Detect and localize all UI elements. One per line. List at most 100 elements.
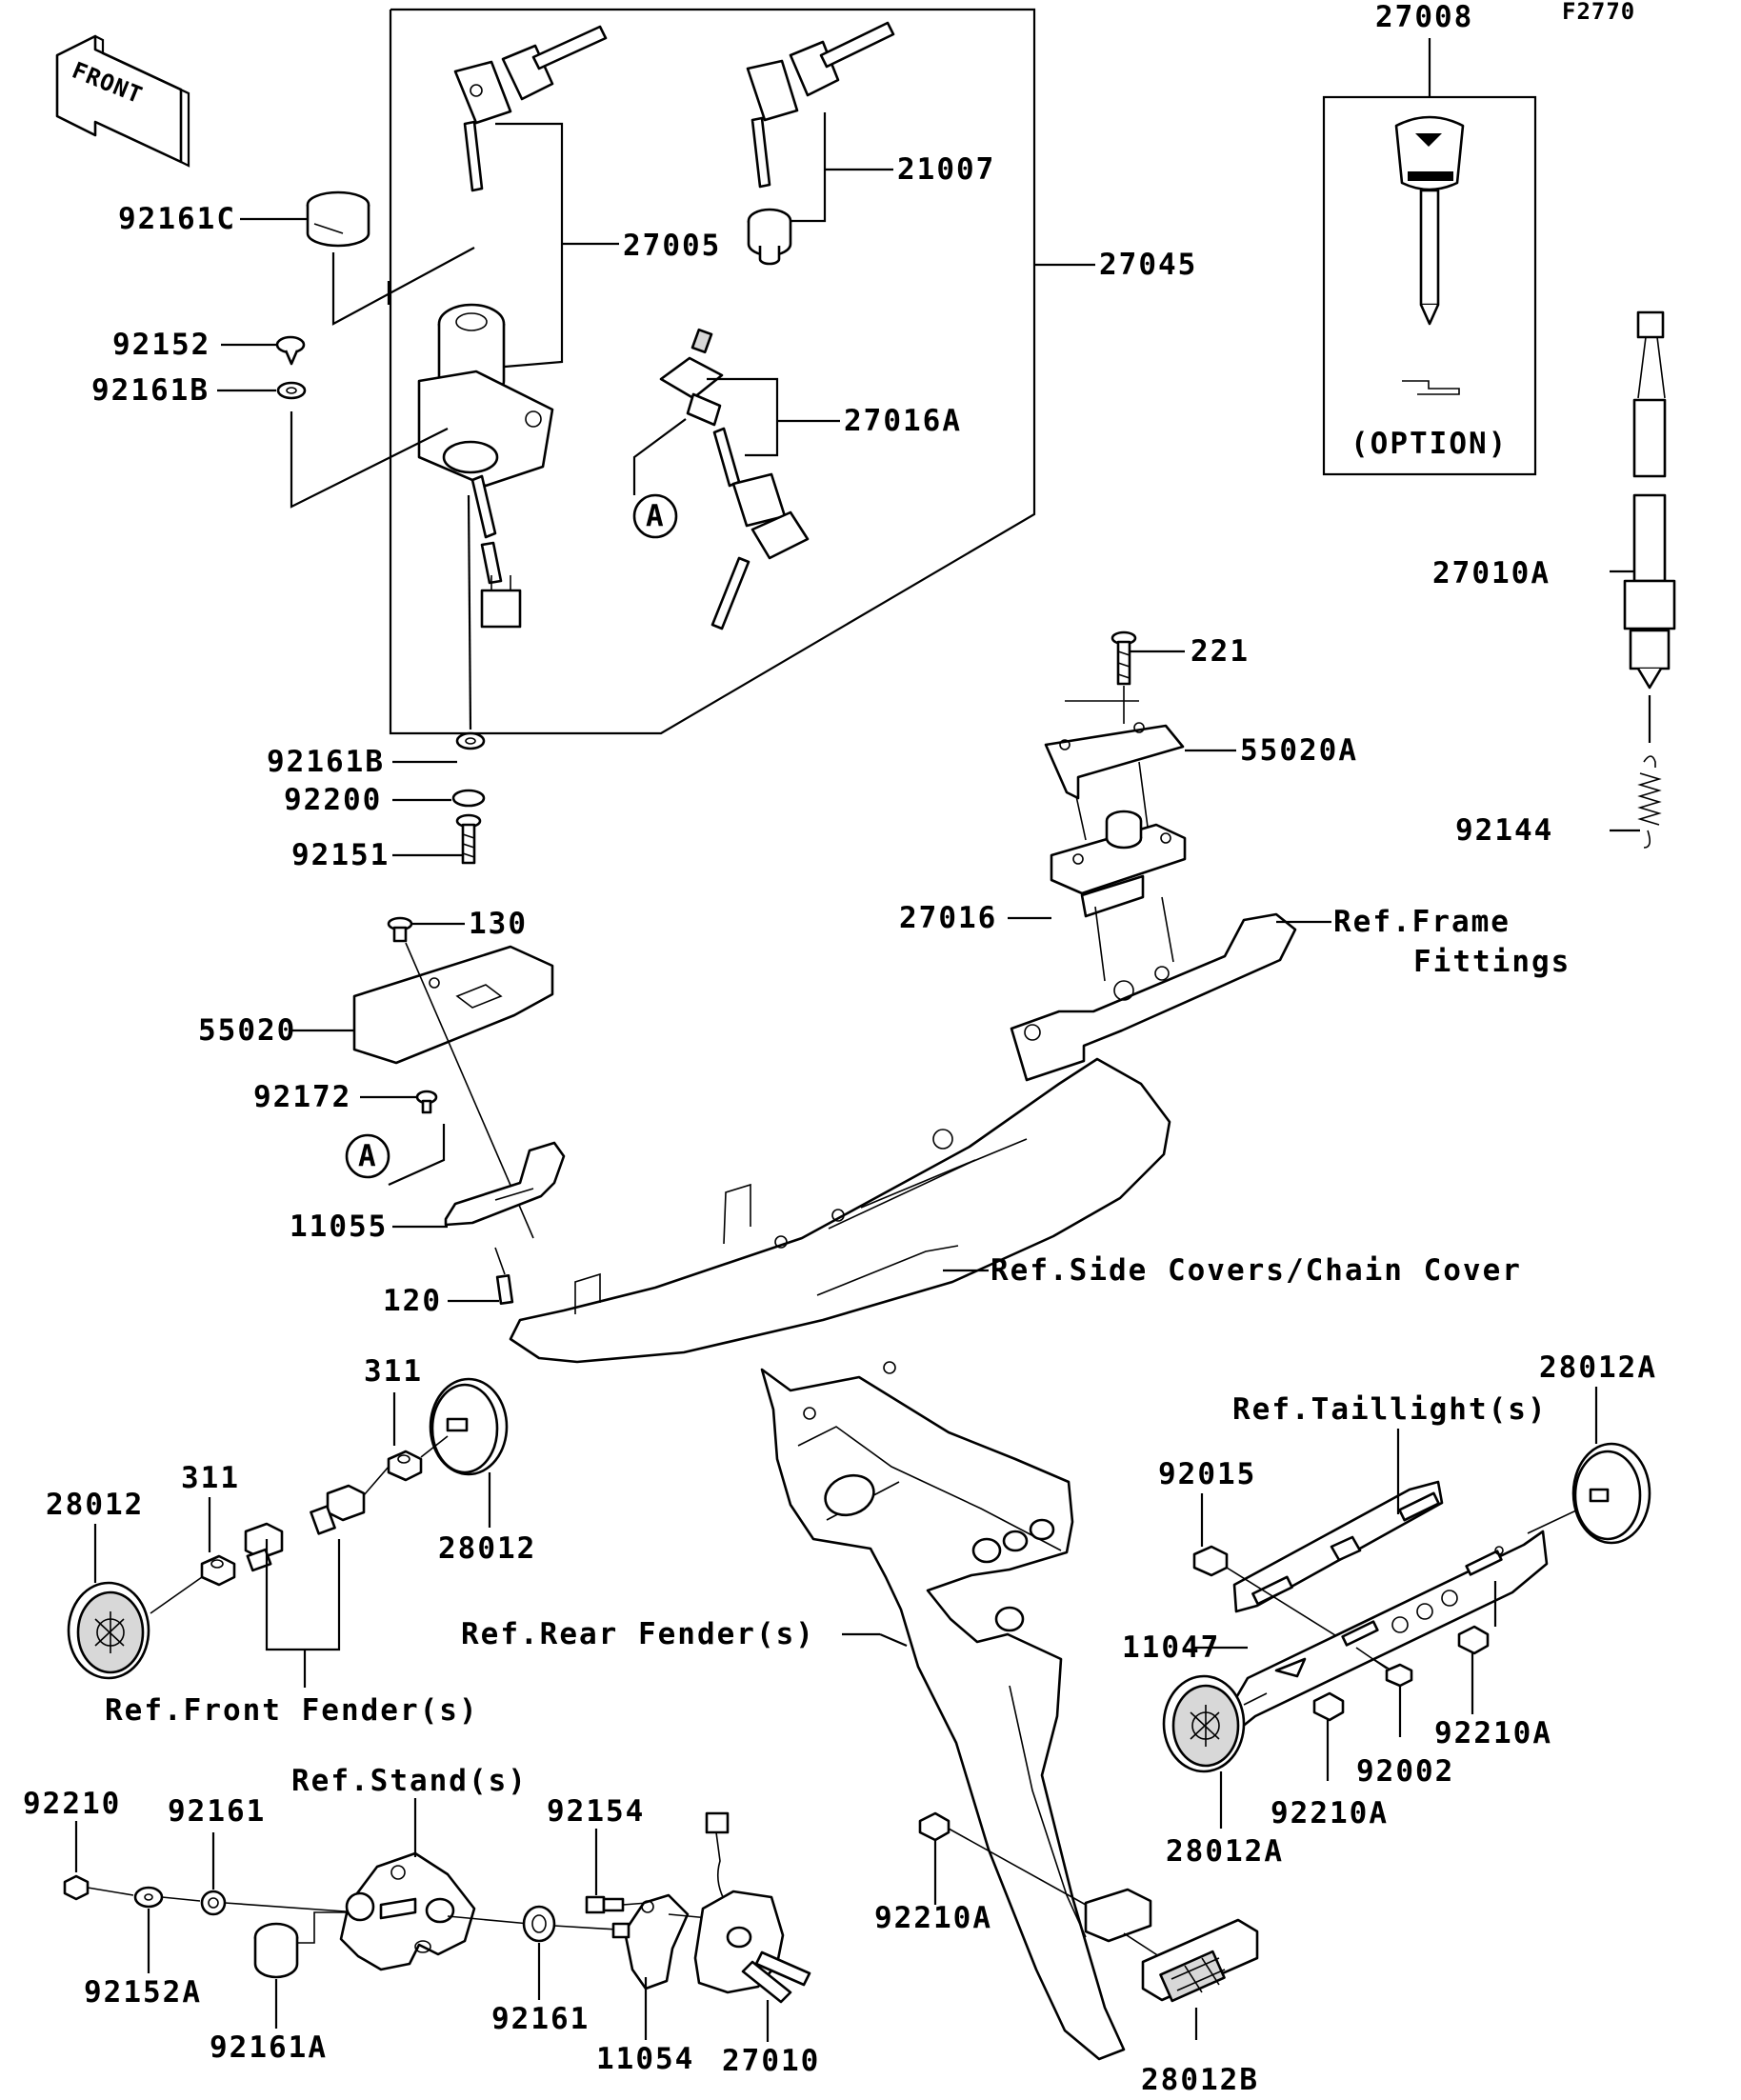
label-21007: 21007 bbox=[897, 152, 995, 187]
figure-code: F2770 bbox=[1562, 0, 1635, 25]
label-27010A: 27010A bbox=[1432, 556, 1551, 590]
rear-fender-icon bbox=[760, 1361, 1152, 2061]
screw-92152-icon bbox=[275, 335, 306, 366]
label-28012A-top: 28012A bbox=[1539, 1350, 1657, 1385]
seat-lock-27016A-icon bbox=[659, 328, 810, 630]
nut-311-left-icon bbox=[200, 1554, 236, 1587]
label-130: 130 bbox=[469, 907, 528, 941]
label-311-top: 311 bbox=[364, 1354, 423, 1389]
label-27016: 27016 bbox=[899, 901, 997, 935]
callout-a-bottom: A bbox=[358, 1139, 378, 1173]
taillight-bracket-icon bbox=[1232, 1480, 1444, 1613]
bracket-55020-icon bbox=[352, 945, 554, 1065]
label-311-left: 311 bbox=[181, 1461, 240, 1495]
option-box-27008 bbox=[1322, 38, 1537, 476]
label-27008: 27008 bbox=[1375, 0, 1473, 34]
screw-120-icon bbox=[495, 1274, 514, 1305]
label-11054: 11054 bbox=[596, 2042, 694, 2076]
label-92015: 92015 bbox=[1158, 1457, 1256, 1491]
nut-92210A-right-icon bbox=[1457, 1625, 1490, 1655]
ref-frame-fittings-2: Fittings bbox=[1413, 945, 1571, 979]
reflector-28012A-top-icon bbox=[1571, 1442, 1651, 1545]
ref-frame-fittings-1: Ref.Frame bbox=[1333, 905, 1511, 939]
reflector-28012-left-icon bbox=[67, 1581, 150, 1680]
label-92161C: 92161C bbox=[118, 202, 236, 236]
washer-92200-icon bbox=[451, 789, 486, 808]
washer-92161-left-icon bbox=[200, 1890, 227, 1916]
label-11055: 11055 bbox=[290, 1210, 388, 1244]
switch-bracket-11054-icon bbox=[611, 1893, 690, 1990]
label-92161-left: 92161 bbox=[168, 1794, 266, 1829]
reflector-28012A-bottom-icon bbox=[1162, 1674, 1246, 1773]
reflector-28012B-icon bbox=[1141, 1918, 1259, 2003]
washer-92161B-top-icon bbox=[276, 381, 307, 400]
leader-lines-top bbox=[217, 112, 1095, 857]
stand-bracket-icon bbox=[339, 1851, 476, 1971]
label-92161B-top: 92161B bbox=[91, 373, 210, 408]
label-92210A-mid: 92210A bbox=[1271, 1796, 1389, 1830]
side-cover-icon bbox=[509, 1057, 1171, 1364]
label-27010: 27010 bbox=[722, 2044, 820, 2078]
label-221: 221 bbox=[1191, 634, 1250, 669]
label-92144: 92144 bbox=[1455, 813, 1553, 848]
spacer-left-icon bbox=[244, 1522, 284, 1572]
label-92152A: 92152A bbox=[84, 1975, 202, 2010]
bolt-92154-icon bbox=[585, 1895, 625, 1914]
ref-stand: Ref.Stand(s) bbox=[291, 1764, 528, 1798]
nut-92210-icon bbox=[63, 1874, 90, 1901]
ring-92161C-icon bbox=[306, 190, 370, 248]
label-92154: 92154 bbox=[547, 1794, 645, 1829]
label-27005: 27005 bbox=[623, 229, 721, 263]
bolt-130-icon bbox=[387, 916, 413, 943]
label-11047: 11047 bbox=[1122, 1630, 1220, 1665]
ref-taillight: Ref.Taillight(s) bbox=[1232, 1392, 1548, 1427]
spring-92144-icon bbox=[1637, 755, 1662, 849]
label-92151: 92151 bbox=[291, 838, 390, 872]
washer-92161-right-icon bbox=[522, 1905, 556, 1943]
label-55020: 55020 bbox=[198, 1013, 296, 1048]
nut-311-top-icon bbox=[387, 1450, 423, 1482]
kit-27045-box bbox=[389, 8, 1036, 735]
screw-92172-icon bbox=[415, 1090, 438, 1114]
label-27045: 27045 bbox=[1099, 248, 1197, 282]
label-92002: 92002 bbox=[1356, 1754, 1454, 1789]
lock-cylinder-icon bbox=[747, 208, 792, 266]
label-92172: 92172 bbox=[253, 1080, 351, 1114]
label-92161-right: 92161 bbox=[491, 2002, 590, 2036]
label-28012-mid: 28012 bbox=[438, 1531, 536, 1566]
nut-92210A-mid-icon bbox=[1312, 1691, 1345, 1722]
ignition-switch-icon bbox=[417, 303, 554, 629]
brake-switch-27010A-icon bbox=[1623, 310, 1676, 743]
frame-fitting-icon bbox=[1010, 912, 1331, 1082]
label-27016A: 27016A bbox=[844, 404, 962, 438]
callout-a-top: A bbox=[646, 499, 666, 533]
label-55020A: 55020A bbox=[1240, 733, 1358, 768]
nut-92015-icon bbox=[1192, 1545, 1229, 1577]
bolt-92151-icon bbox=[455, 813, 482, 865]
label-120: 120 bbox=[383, 1284, 442, 1318]
label-28012A-bottom: 28012A bbox=[1166, 1834, 1284, 1869]
bracket-11055-icon bbox=[444, 1141, 566, 1227]
ref-front-fender: Ref.Front Fender(s) bbox=[105, 1693, 479, 1728]
plug-92161A-icon bbox=[253, 1922, 299, 1979]
part-labels: 27008 92161C 27005 21007 27045 92152 921… bbox=[23, 0, 1657, 2097]
label-92161B-bottom: 92161B bbox=[267, 745, 385, 779]
key-set-27005-icon bbox=[453, 25, 608, 192]
nut-92210A-bottom-icon bbox=[918, 1811, 951, 1842]
washer-92161B-bottom-icon bbox=[455, 731, 486, 750]
label-92152: 92152 bbox=[112, 328, 210, 362]
reflector-28012-mid-icon bbox=[429, 1377, 509, 1476]
bolt-221-icon bbox=[1111, 630, 1137, 686]
label-92210A-bottom: 92210A bbox=[874, 1901, 992, 1935]
side-stand-switch-27010-icon bbox=[693, 1811, 811, 2004]
label-28012-left: 28012 bbox=[46, 1488, 144, 1522]
label-28012B: 28012B bbox=[1141, 2063, 1259, 2097]
ref-rear-fender: Ref.Rear Fender(s) bbox=[461, 1617, 815, 1651]
label-92210A-right: 92210A bbox=[1434, 1716, 1552, 1750]
spacer-28012-mid-icon bbox=[310, 1484, 366, 1535]
label-92161A: 92161A bbox=[210, 2030, 328, 2065]
bolt-92002-icon bbox=[1385, 1663, 1413, 1688]
bracket-55020A-icon bbox=[1044, 722, 1236, 800]
seat-lock-27016-icon bbox=[1050, 810, 1187, 918]
